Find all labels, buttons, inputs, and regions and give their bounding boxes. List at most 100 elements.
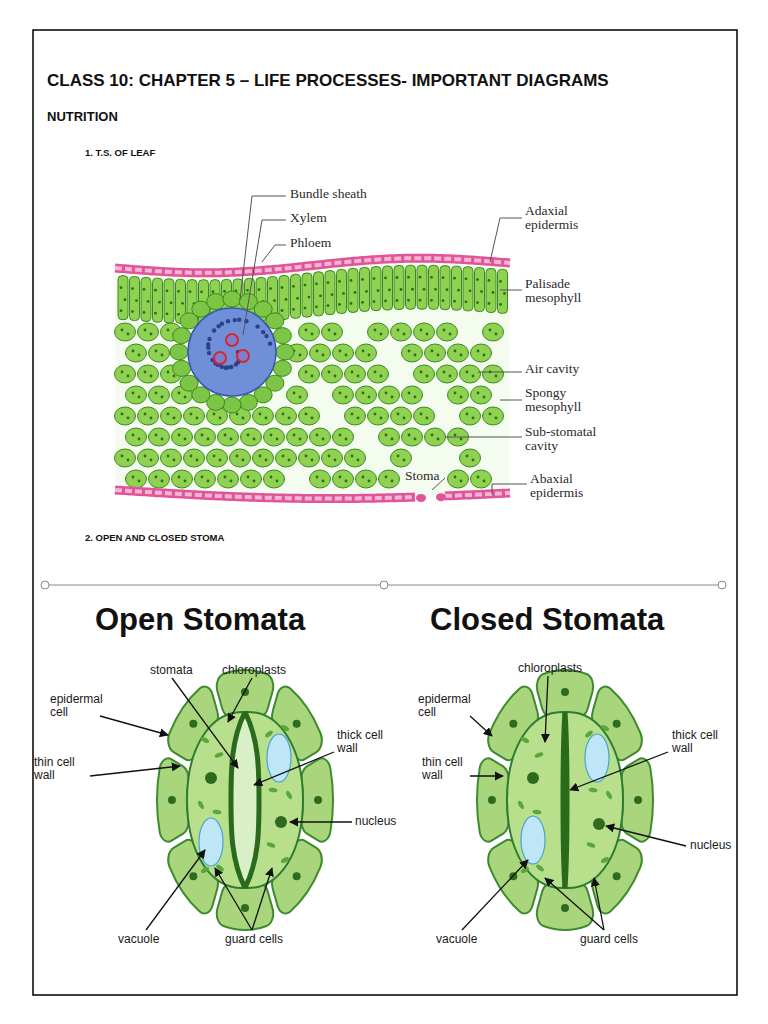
spongy-cell	[264, 470, 285, 488]
section-heading: NUTRITION	[47, 110, 118, 124]
leaf-interior	[115, 258, 510, 498]
chloroplast-dot	[365, 290, 368, 293]
chloroplast-dot	[212, 290, 215, 293]
chloroplast-dot	[201, 434, 204, 437]
chloroplast-dot	[431, 434, 434, 437]
part-label: chloroplasts	[222, 664, 286, 677]
chloroplast-dot	[345, 354, 348, 357]
chloroplast-dot	[127, 417, 130, 420]
chloroplast-dot	[270, 476, 273, 479]
chloroplast-dot	[453, 300, 456, 303]
chloroplast-dot	[155, 476, 158, 479]
palisade-cell	[371, 267, 381, 311]
chloroplast-dot	[155, 392, 158, 395]
epidermal-nucleus	[293, 872, 301, 880]
chloroplast-dot	[339, 476, 342, 479]
chloroplast	[264, 729, 274, 738]
leader-line	[478, 372, 522, 373]
chloroplast-dot	[403, 417, 406, 420]
callout-arrow	[545, 676, 548, 742]
part-label: vacuole	[118, 933, 159, 946]
part-label: Xylem	[290, 211, 327, 225]
chloroplast-dot	[293, 392, 296, 395]
chloroplast-dot	[357, 459, 360, 462]
part-label: Palisade mesophyll	[525, 277, 620, 305]
chloroplast-dot	[388, 289, 391, 292]
chloroplast-dot	[374, 329, 377, 332]
spongy-cell	[138, 407, 159, 425]
bundle-sheath-cell	[239, 394, 257, 410]
chloroplast-dot	[308, 296, 311, 299]
panel-title: Open Stomata	[95, 604, 305, 637]
chloroplast-dot	[177, 313, 180, 316]
chloroplast-dot	[443, 371, 446, 374]
chloroplast-dot	[316, 476, 319, 479]
chloroplast-dot	[426, 375, 429, 378]
chloroplast-dot	[281, 286, 284, 289]
chloroplast-dot	[178, 434, 181, 437]
palisade-cell	[440, 266, 450, 310]
phloem-cell	[206, 342, 210, 346]
chloroplast-dot	[121, 329, 124, 332]
chloroplast-dot	[224, 434, 227, 437]
bundle-sheath-cell	[173, 360, 191, 376]
chloroplast-dot	[338, 280, 341, 283]
chloroplast-dot	[469, 289, 472, 292]
spongy-cell	[333, 344, 354, 362]
chloroplast-dot	[331, 293, 334, 296]
nucleus	[275, 816, 287, 828]
part-label: Phloem	[290, 236, 331, 250]
palisade-cell	[130, 277, 140, 321]
chloroplast-dot	[454, 476, 457, 479]
spongy-cell	[379, 428, 400, 446]
chloroplast	[280, 856, 290, 864]
chloroplast-dot	[224, 476, 227, 479]
chloroplast-dot	[334, 459, 337, 462]
chloroplast-dot	[184, 396, 187, 399]
callout-arrow	[228, 678, 252, 722]
chloroplast-dot	[403, 333, 406, 336]
spongy-cell	[402, 386, 423, 404]
chloroplast-dot	[499, 303, 502, 306]
chloroplast-dot	[213, 455, 216, 458]
diagram-heading: 2. OPEN AND CLOSED STOMA	[85, 533, 224, 543]
chloroplast	[535, 863, 545, 872]
chloroplast-dot	[466, 455, 469, 458]
chloroplast-dot	[135, 299, 138, 302]
spongy-cell	[149, 344, 170, 362]
part-label: guard cells	[225, 933, 283, 946]
chloroplast-dot	[361, 278, 364, 281]
bundle-sheath-cell	[223, 291, 241, 307]
chloroplast-dot	[437, 354, 440, 357]
chloroplast-dot	[407, 299, 410, 302]
chloroplast-dot	[400, 288, 403, 291]
epidermal-nucleus	[509, 720, 517, 728]
chloroplast-dot	[466, 413, 469, 416]
chloroplast-dot	[357, 375, 360, 378]
chloroplast-dot	[276, 480, 279, 483]
chloroplast-dot	[161, 438, 164, 441]
palisade-cell	[498, 269, 508, 313]
epidermal-cell	[537, 670, 593, 717]
epidermal-nucleus	[189, 872, 197, 880]
chloroplast	[200, 866, 210, 874]
chloroplast	[605, 790, 613, 800]
chloroplast-dot	[154, 289, 157, 292]
chloroplast-dot	[328, 371, 331, 374]
chloroplast-dot	[374, 413, 377, 416]
part-label: guard cells	[580, 933, 638, 946]
chloroplast-dot	[322, 354, 325, 357]
chloroplast-dot	[161, 354, 164, 357]
chloroplast-dot	[213, 413, 216, 416]
leader-line	[243, 220, 286, 335]
chloroplast-dot	[396, 276, 399, 279]
chloroplast-dot	[391, 396, 394, 399]
spongy-cell	[345, 449, 366, 467]
chloroplast-dot	[327, 304, 330, 307]
chloroplast-dot	[334, 375, 337, 378]
chloroplast-dot	[408, 392, 411, 395]
palisade-cell	[452, 266, 462, 310]
callout-arrow	[462, 860, 528, 930]
callout-arrow	[594, 878, 604, 930]
chloroplast-dot	[150, 333, 153, 336]
